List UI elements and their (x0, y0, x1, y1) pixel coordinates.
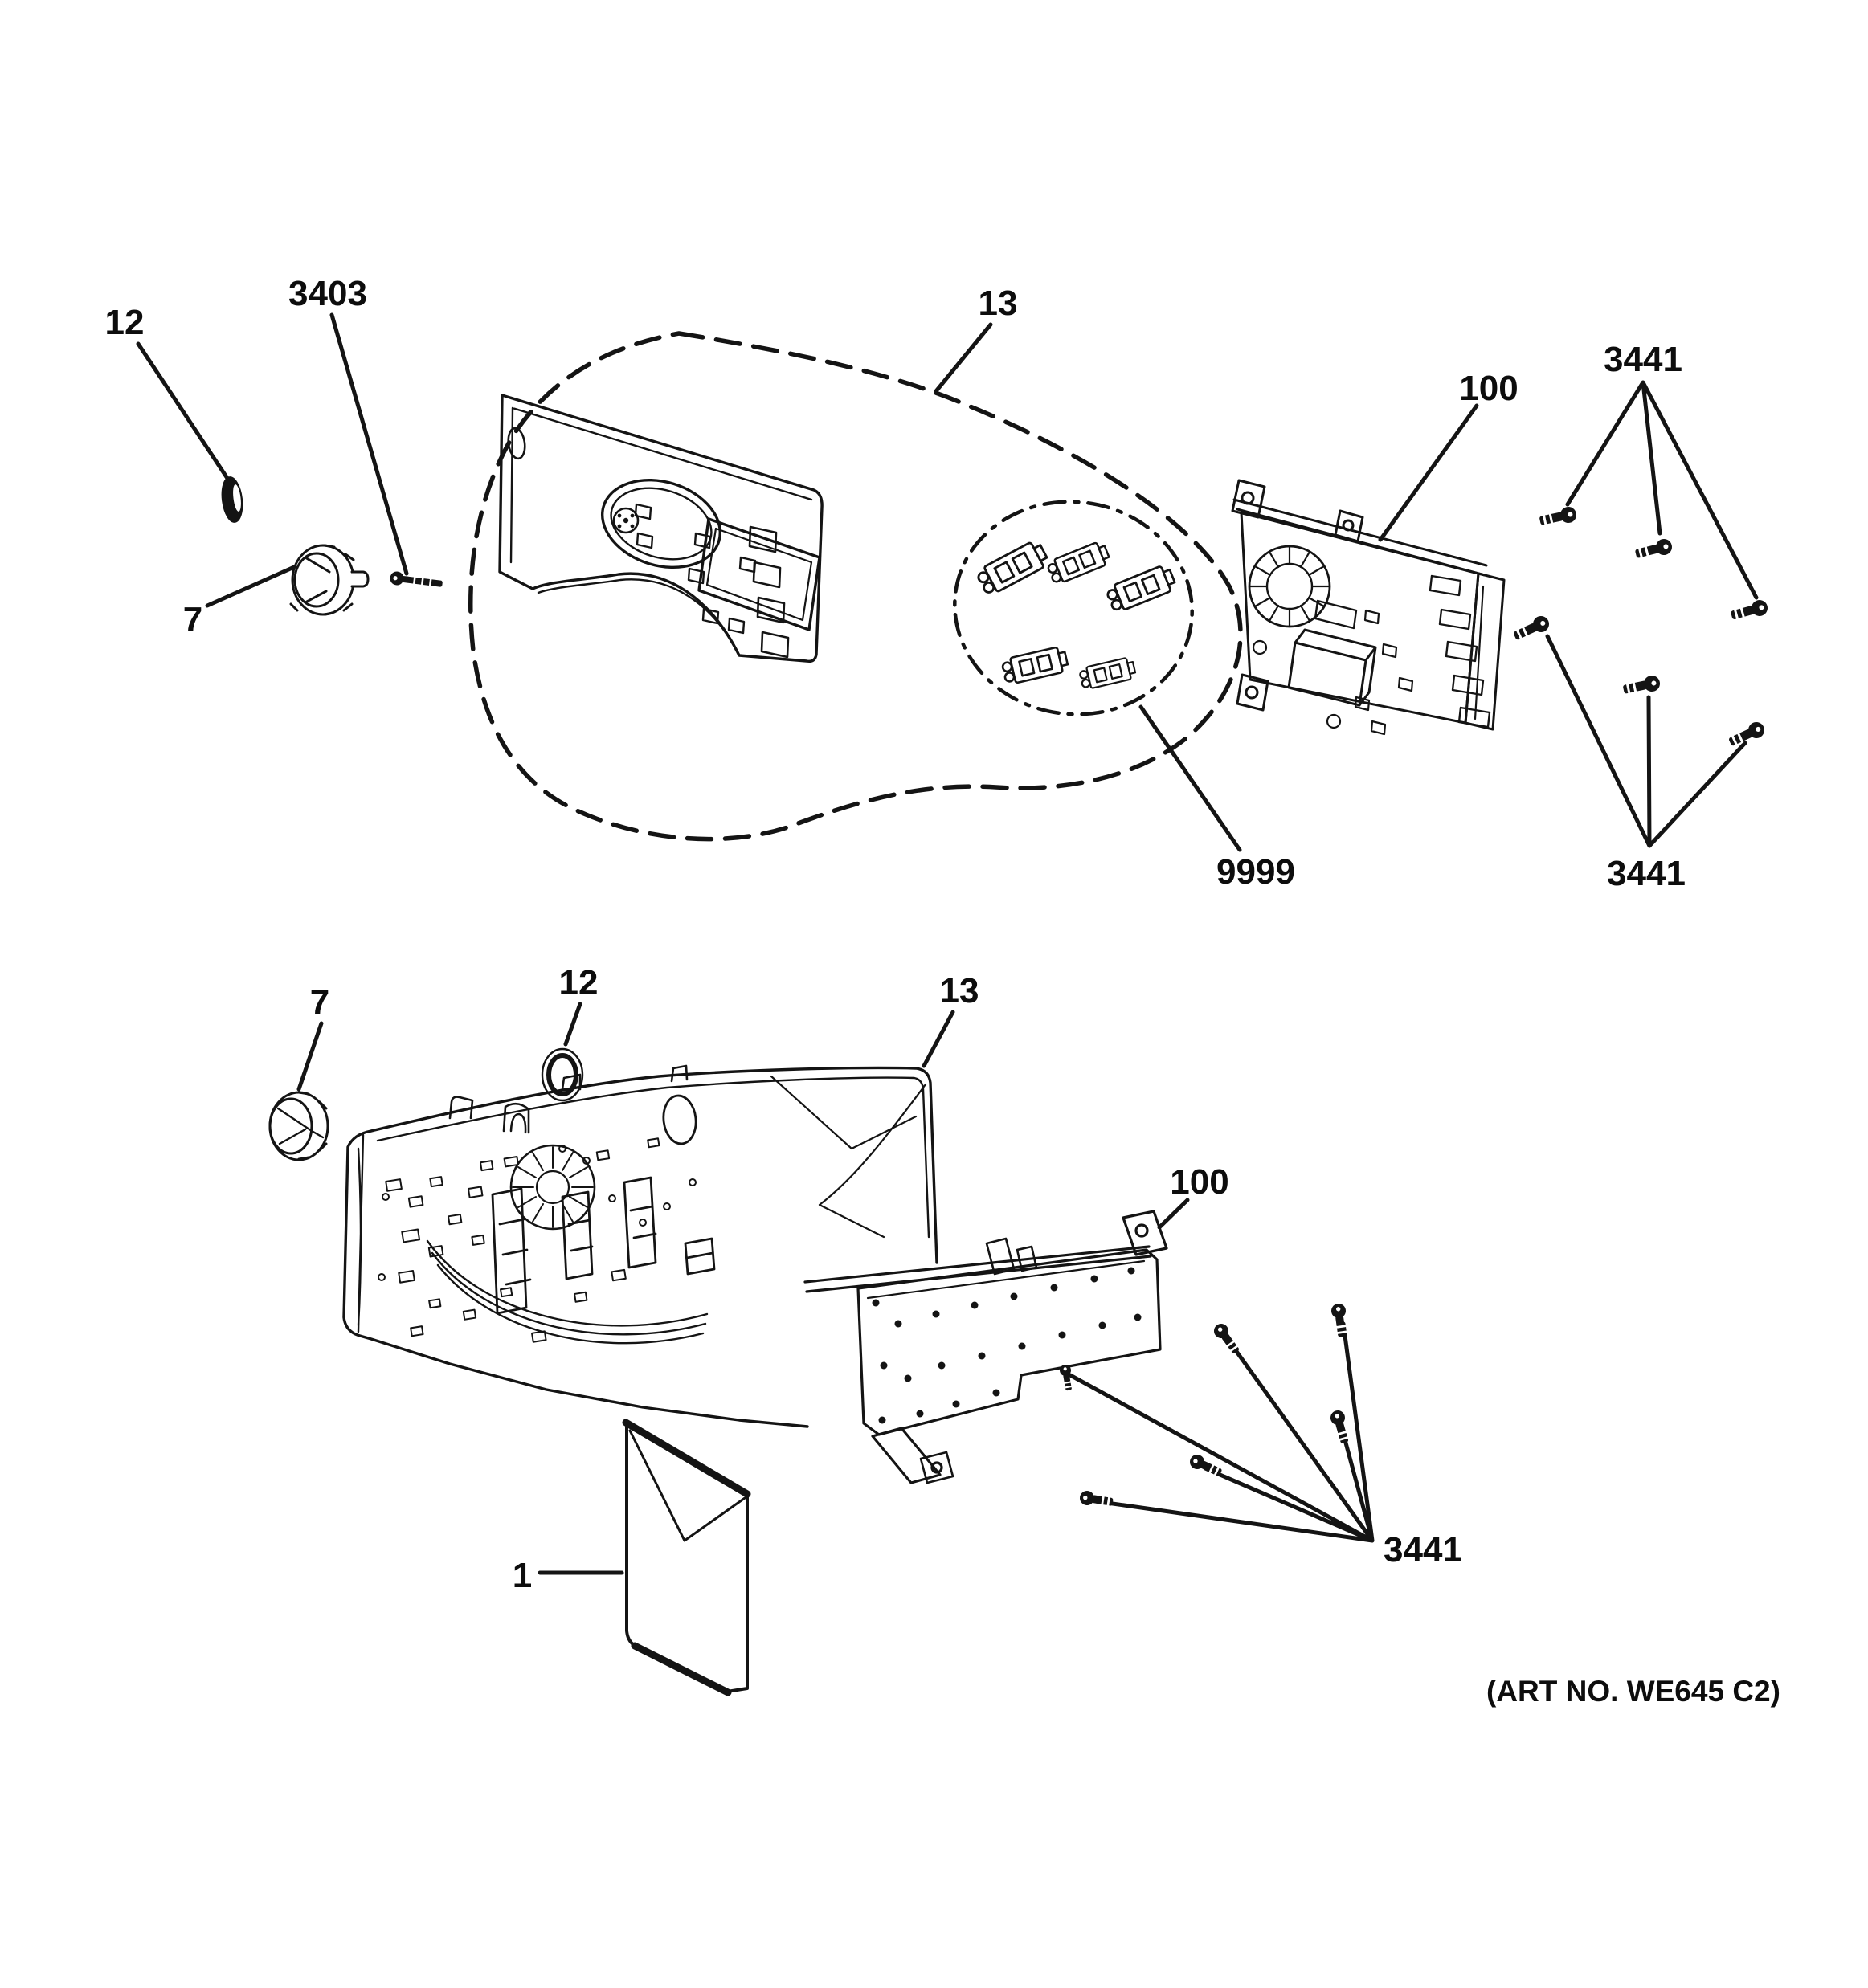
knob-leader (205, 565, 296, 608)
board-bottom-label: 100 (1170, 1162, 1228, 1202)
knob-rear-part (268, 1091, 329, 1161)
knob-part (289, 544, 370, 616)
art-number: (ART NO. WE645 C2) (1486, 1675, 1780, 1708)
panel-rear-leader (922, 1010, 955, 1068)
button-kit-bubble (953, 500, 1194, 716)
board-bottom-leader (1157, 1198, 1190, 1230)
ring-leader (563, 1002, 582, 1047)
board-top-leader (1378, 403, 1479, 542)
ring-label: 12 (559, 963, 599, 1002)
screw-3403 (388, 569, 444, 592)
screw-group-lower: 3441 (1510, 612, 1768, 893)
dial-cap-part (221, 476, 243, 523)
panel-label-leader (934, 322, 993, 394)
panel-assembly-boundary (468, 331, 1243, 842)
screw-group-bottom: 3441 (1057, 1301, 1462, 1570)
screw-group-lower-label: 3441 (1607, 854, 1686, 893)
dial-cap-leader (136, 341, 232, 484)
ring-part-inner (541, 1047, 584, 1102)
panel-label: 13 (979, 284, 1018, 323)
panel-rear-label: 13 (940, 971, 979, 1010)
knob-rear-label: 7 (310, 982, 329, 1022)
screw-group-upper-label: 3441 (1604, 340, 1682, 379)
knob-label: 7 (183, 600, 202, 639)
button-kit-parts (974, 537, 1179, 692)
screw-group-upper: 3441 (1537, 340, 1771, 625)
control-panel-rear (342, 1064, 938, 1428)
knob-rear-leader (296, 1021, 324, 1092)
control-board-top (1231, 479, 1506, 736)
button-kit-label: 9999 (1216, 852, 1295, 892)
instruction-sheet (622, 1419, 751, 1696)
top-exploded-view: 12 3403 7 13 (105, 274, 1771, 893)
dial-cap-label: 12 (105, 303, 145, 342)
board-top-label: 100 (1459, 369, 1518, 408)
button-kit-leader (1138, 704, 1242, 852)
instruction-sheet-label: 1 (513, 1556, 532, 1595)
bottom-exploded-view: 7 12 (268, 963, 1462, 1696)
screw-3403-leader (329, 312, 409, 576)
screw-3403-label: 3403 (288, 274, 367, 313)
screw-group-bottom-label: 3441 (1384, 1530, 1462, 1570)
control-board-bottom (803, 1210, 1168, 1484)
control-panel-front (498, 394, 824, 663)
